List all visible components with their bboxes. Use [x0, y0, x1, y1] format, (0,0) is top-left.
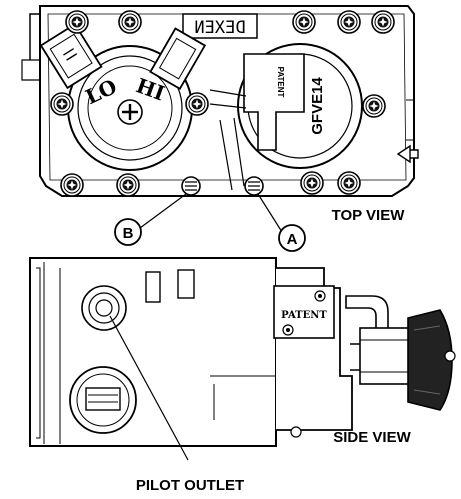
callout-b: B [123, 225, 134, 242]
torx-screw-icon [65, 10, 89, 34]
torx-screw-icon [292, 10, 316, 34]
model-text: GFVE14 [309, 77, 326, 135]
torx-screw-icon [185, 92, 209, 116]
torx-screw-icon [50, 92, 74, 116]
torx-screw-icon [116, 173, 140, 197]
brand-text: DEXEN [194, 18, 245, 38]
torx-screw-icon [337, 10, 361, 34]
torx-screw-icon [371, 10, 395, 34]
side-view: PATENT SIDE VIEW PILOT OUTLET [29, 257, 456, 494]
patent-side-text: PATENT [281, 310, 327, 321]
torx-screw-icon [60, 173, 84, 197]
patent-top-text: PATENT [276, 67, 285, 98]
screw-icon [282, 324, 294, 336]
top-view: DEXEN LO HI GFVE14 PATENT [21, 5, 419, 252]
torx-screw-icon [362, 94, 386, 118]
torx-screw-icon [300, 171, 324, 195]
pilot-outlet-label: PILOT OUTLET [136, 477, 244, 494]
screw-icon [314, 290, 326, 302]
side-view-label: SIDE VIEW [333, 429, 411, 446]
top-view-label: TOP VIEW [332, 207, 406, 224]
torx-screw-icon [118, 10, 142, 34]
torx-screw-icon [337, 171, 361, 195]
callout-a: A [287, 231, 298, 248]
